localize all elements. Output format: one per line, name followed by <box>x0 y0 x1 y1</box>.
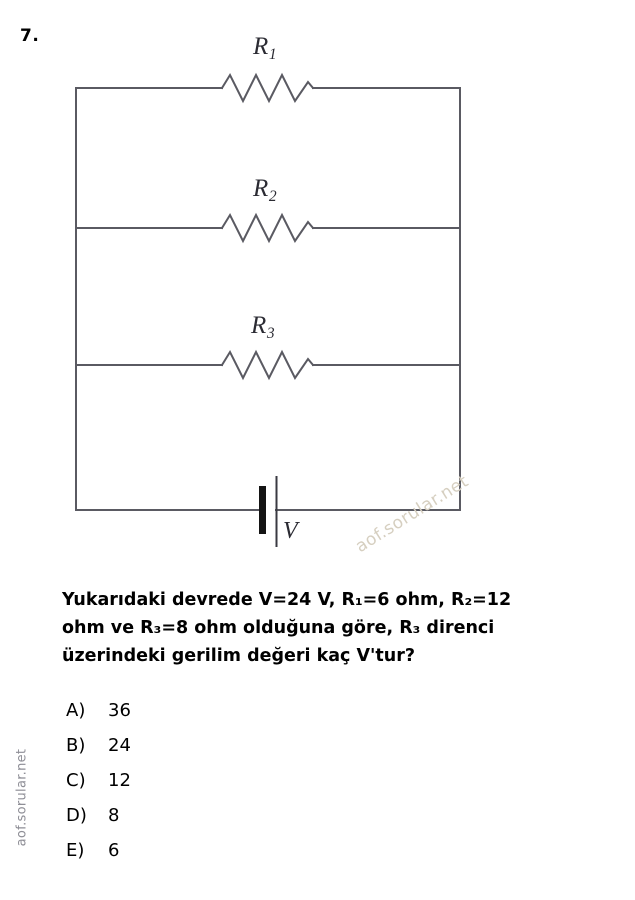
resistor-label-r3-subscript: 3 <box>266 324 275 342</box>
resistor-label-r1-text: R <box>253 33 269 60</box>
option-c[interactable]: C) 12 <box>66 770 366 805</box>
resistor-r2-zigzag <box>220 212 315 244</box>
voltage-source-label: V <box>283 518 298 544</box>
circuit-svg <box>75 72 461 547</box>
resistor-label-r2: R2 <box>253 175 277 204</box>
option-e-letter: E) <box>66 840 85 861</box>
option-b-letter: B) <box>66 735 86 756</box>
option-d[interactable]: D) 8 <box>66 805 366 840</box>
option-e[interactable]: E) 6 <box>66 840 366 875</box>
resistor-label-r3: R3 <box>251 312 275 341</box>
option-b-value: 24 <box>108 735 131 756</box>
question-number: 7. <box>20 26 40 46</box>
resistor-r1-zigzag <box>220 72 315 104</box>
option-e-value: 6 <box>108 840 120 861</box>
battery-negative-plate <box>259 486 266 534</box>
resistor-label-r3-text: R <box>251 312 267 339</box>
question-line-3: üzerindeki gerilim değeri kaç V'tur? <box>62 646 416 666</box>
option-a[interactable]: A) 36 <box>66 700 366 735</box>
resistor-label-r1: R1 <box>253 33 277 62</box>
options-list: A) 36 B) 24 C) 12 D) 8 E) 6 <box>66 700 366 875</box>
question-line-2: ohm ve R₃=8 ohm olduğuna göre, R₃ direnc… <box>62 618 495 638</box>
option-a-value: 36 <box>108 700 131 721</box>
resistor-label-r1-subscript: 1 <box>268 45 277 63</box>
question-text: Yukarıdaki devrede V=24 V, R₁=6 ohm, R₂=… <box>62 586 582 670</box>
option-b[interactable]: B) 24 <box>66 735 366 770</box>
option-d-letter: D) <box>66 805 87 826</box>
option-a-letter: A) <box>66 700 86 721</box>
question-line-1: Yukarıdaki devrede V=24 V, R₁=6 ohm, R₂=… <box>62 590 512 610</box>
option-c-value: 12 <box>108 770 131 791</box>
resistor-label-r2-subscript: 2 <box>268 187 277 205</box>
resistor-label-r2-text: R <box>253 175 269 202</box>
option-d-value: 8 <box>108 805 120 826</box>
resistor-r3-zigzag <box>220 349 315 381</box>
option-c-letter: C) <box>66 770 86 791</box>
circuit-diagram: R1 R2 R3 V <box>75 33 461 547</box>
watermark-sidebar: aof.sorular.net <box>14 748 30 847</box>
